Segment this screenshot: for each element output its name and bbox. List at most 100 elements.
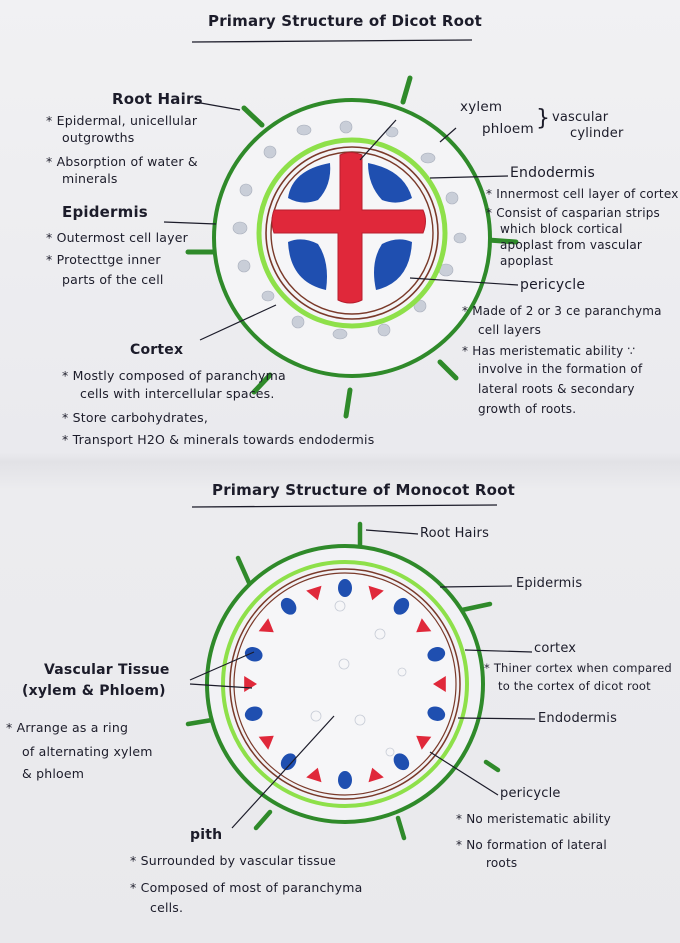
- note-cortex-3: * Store carbohydrates,: [62, 410, 209, 425]
- note-monocot-pericycle-2: * No formation of lateral: [456, 838, 607, 852]
- note-endodermis-2: * Consist of casparian strips: [486, 206, 660, 220]
- note-pericycle-2: cell layers: [478, 323, 542, 337]
- note-vascular-2: of alternating xylem: [22, 744, 153, 759]
- label-phloem: phloem: [482, 121, 534, 137]
- monocot-endodermis: [221, 560, 469, 808]
- bullet-star-icon: *: [130, 853, 137, 868]
- bullet-star-icon: *: [6, 720, 13, 735]
- monocot-title-underline: [191, 504, 498, 508]
- monocot-pericycle-outer: [229, 568, 461, 800]
- note-pith-3: cells.: [150, 900, 184, 915]
- monocot-pericycle-inner: [233, 572, 457, 796]
- xylem-bundle: [416, 618, 432, 633]
- note-cortex-4: * Transport H2O & minerals towards endod…: [62, 432, 375, 447]
- monocot-leader-lines: [189, 529, 536, 829]
- label-vascular-cylinder-1: vascular: [552, 110, 609, 125]
- label-endodermis: Endodermis: [510, 165, 596, 181]
- note-endodermis-3: which block cortical: [500, 222, 623, 236]
- xylem-bundle: [368, 767, 384, 783]
- note-epidermis-2: * Protecttge inner: [46, 252, 161, 267]
- bullet-star-icon: *: [486, 206, 493, 220]
- note-epidermis-3: parts of the cell: [62, 272, 164, 287]
- bullet-star-icon: *: [456, 838, 463, 852]
- note-root-hairs-1: * Epidermal, unicellular: [46, 113, 198, 128]
- note-root-hairs-3: * Absorption of water &: [46, 154, 198, 169]
- note-pith-1: * Surrounded by vascular tissue: [130, 853, 337, 868]
- phloem-bundle: [338, 579, 352, 597]
- monocot-vascular-ring: [244, 579, 446, 789]
- dicot-root-diagram: [185, 75, 519, 419]
- dicot-xylem: [271, 152, 426, 304]
- xylem-bundle: [368, 585, 384, 601]
- xylem-bundle: [306, 585, 322, 601]
- label-epidermis: Epidermis: [62, 203, 148, 221]
- bullet-star-icon: *: [484, 661, 490, 675]
- phloem-bundle: [244, 647, 263, 662]
- bullet-star-icon: *: [62, 410, 69, 425]
- note-endodermis-4: apoplast from vascular: [500, 238, 643, 252]
- monocot-title: Primary Structure of Monocot Root: [212, 481, 516, 499]
- note-root-hairs-2: outgrowths: [62, 130, 135, 145]
- dicot-title: Primary Structure of Dicot Root: [208, 12, 483, 30]
- note-monocot-cortex-1: * Thiner cortex when compared: [484, 661, 672, 675]
- note-endodermis-1: * Innermost cell layer of cortex: [486, 187, 679, 201]
- label-vascular-tissue: Vascular Tissue: [44, 662, 170, 678]
- label-monocot-pericycle: pericycle: [500, 786, 561, 801]
- xylem-bundle: [306, 767, 322, 783]
- bullet-star-icon: *: [462, 304, 469, 318]
- vascular-brace: }: [536, 106, 551, 131]
- label-monocot-endodermis: Endodermis: [538, 711, 618, 726]
- note-vascular-3: & phloem: [22, 766, 85, 781]
- note-pericycle-6: growth of roots.: [478, 402, 577, 416]
- dicot-leader-lines: [163, 101, 519, 341]
- xylem-bundle: [258, 735, 274, 750]
- bullet-star-icon: *: [486, 187, 493, 201]
- bullet-star-icon: *: [46, 154, 53, 169]
- label-vascular-tissue-2: (xylem & Phloem): [22, 683, 166, 699]
- monocot-pith-cells: [310, 600, 407, 757]
- note-pericycle-3: * Has meristematic ability ∵: [462, 344, 636, 358]
- note-endodermis-5: apoplast: [500, 254, 554, 268]
- phloem-bundle: [393, 753, 410, 771]
- label-vascular-cylinder-2: cylinder: [570, 126, 624, 141]
- note-pith-2: * Composed of most of paranchyma: [130, 880, 363, 895]
- phloem-bundle: [244, 706, 263, 721]
- phloem-bundle: [427, 647, 446, 662]
- monocot-root-hairs: [185, 521, 501, 841]
- phloem-bundle: [393, 597, 410, 615]
- bullet-star-icon: *: [46, 252, 53, 267]
- dicot-cortex-cells: [232, 120, 467, 340]
- label-monocot-cortex: cortex: [534, 641, 577, 656]
- note-pericycle-1: * Made of 2 or 3 ce paranchyma: [462, 304, 662, 318]
- xylem-bundle: [258, 618, 274, 633]
- dicot-phloem: [288, 163, 412, 290]
- note-monocot-pericycle-3: roots: [486, 856, 518, 870]
- bullet-star-icon: *: [62, 368, 69, 383]
- bullet-star-icon: *: [62, 432, 69, 447]
- xylem-bundle: [416, 735, 432, 750]
- bullet-star-icon: *: [456, 812, 463, 826]
- note-pericycle-4: involve in the formation of: [478, 362, 643, 376]
- phloem-bundle: [280, 753, 297, 771]
- note-vascular-1: * Arrange as a ring: [6, 720, 129, 735]
- bullet-star-icon: *: [46, 230, 53, 245]
- label-pith: pith: [190, 827, 223, 843]
- dicot-pericycle-outer: [265, 146, 439, 320]
- note-root-hairs-4: minerals: [62, 171, 118, 186]
- bullet-star-icon: *: [46, 113, 53, 128]
- note-monocot-cortex-2: to the cortex of dicot root: [498, 679, 651, 693]
- note-monocot-pericycle-1: * No meristematic ability: [456, 812, 611, 826]
- monocot-root-diagram: [185, 521, 501, 841]
- label-xylem: xylem: [460, 99, 503, 115]
- label-monocot-root-hairs: Root Hairs: [420, 526, 490, 541]
- bullet-star-icon: *: [130, 880, 137, 895]
- label-monocot-epidermis: Epidermis: [516, 576, 583, 591]
- note-pericycle-5: lateral roots & secondary: [478, 382, 635, 396]
- label-root-hairs: Root Hairs: [112, 90, 203, 108]
- xylem-bundle: [433, 676, 446, 692]
- label-cortex: Cortex: [130, 342, 184, 358]
- phloem-bundle: [427, 706, 446, 721]
- label-pericycle: pericycle: [520, 277, 586, 293]
- phloem-bundle: [338, 771, 352, 789]
